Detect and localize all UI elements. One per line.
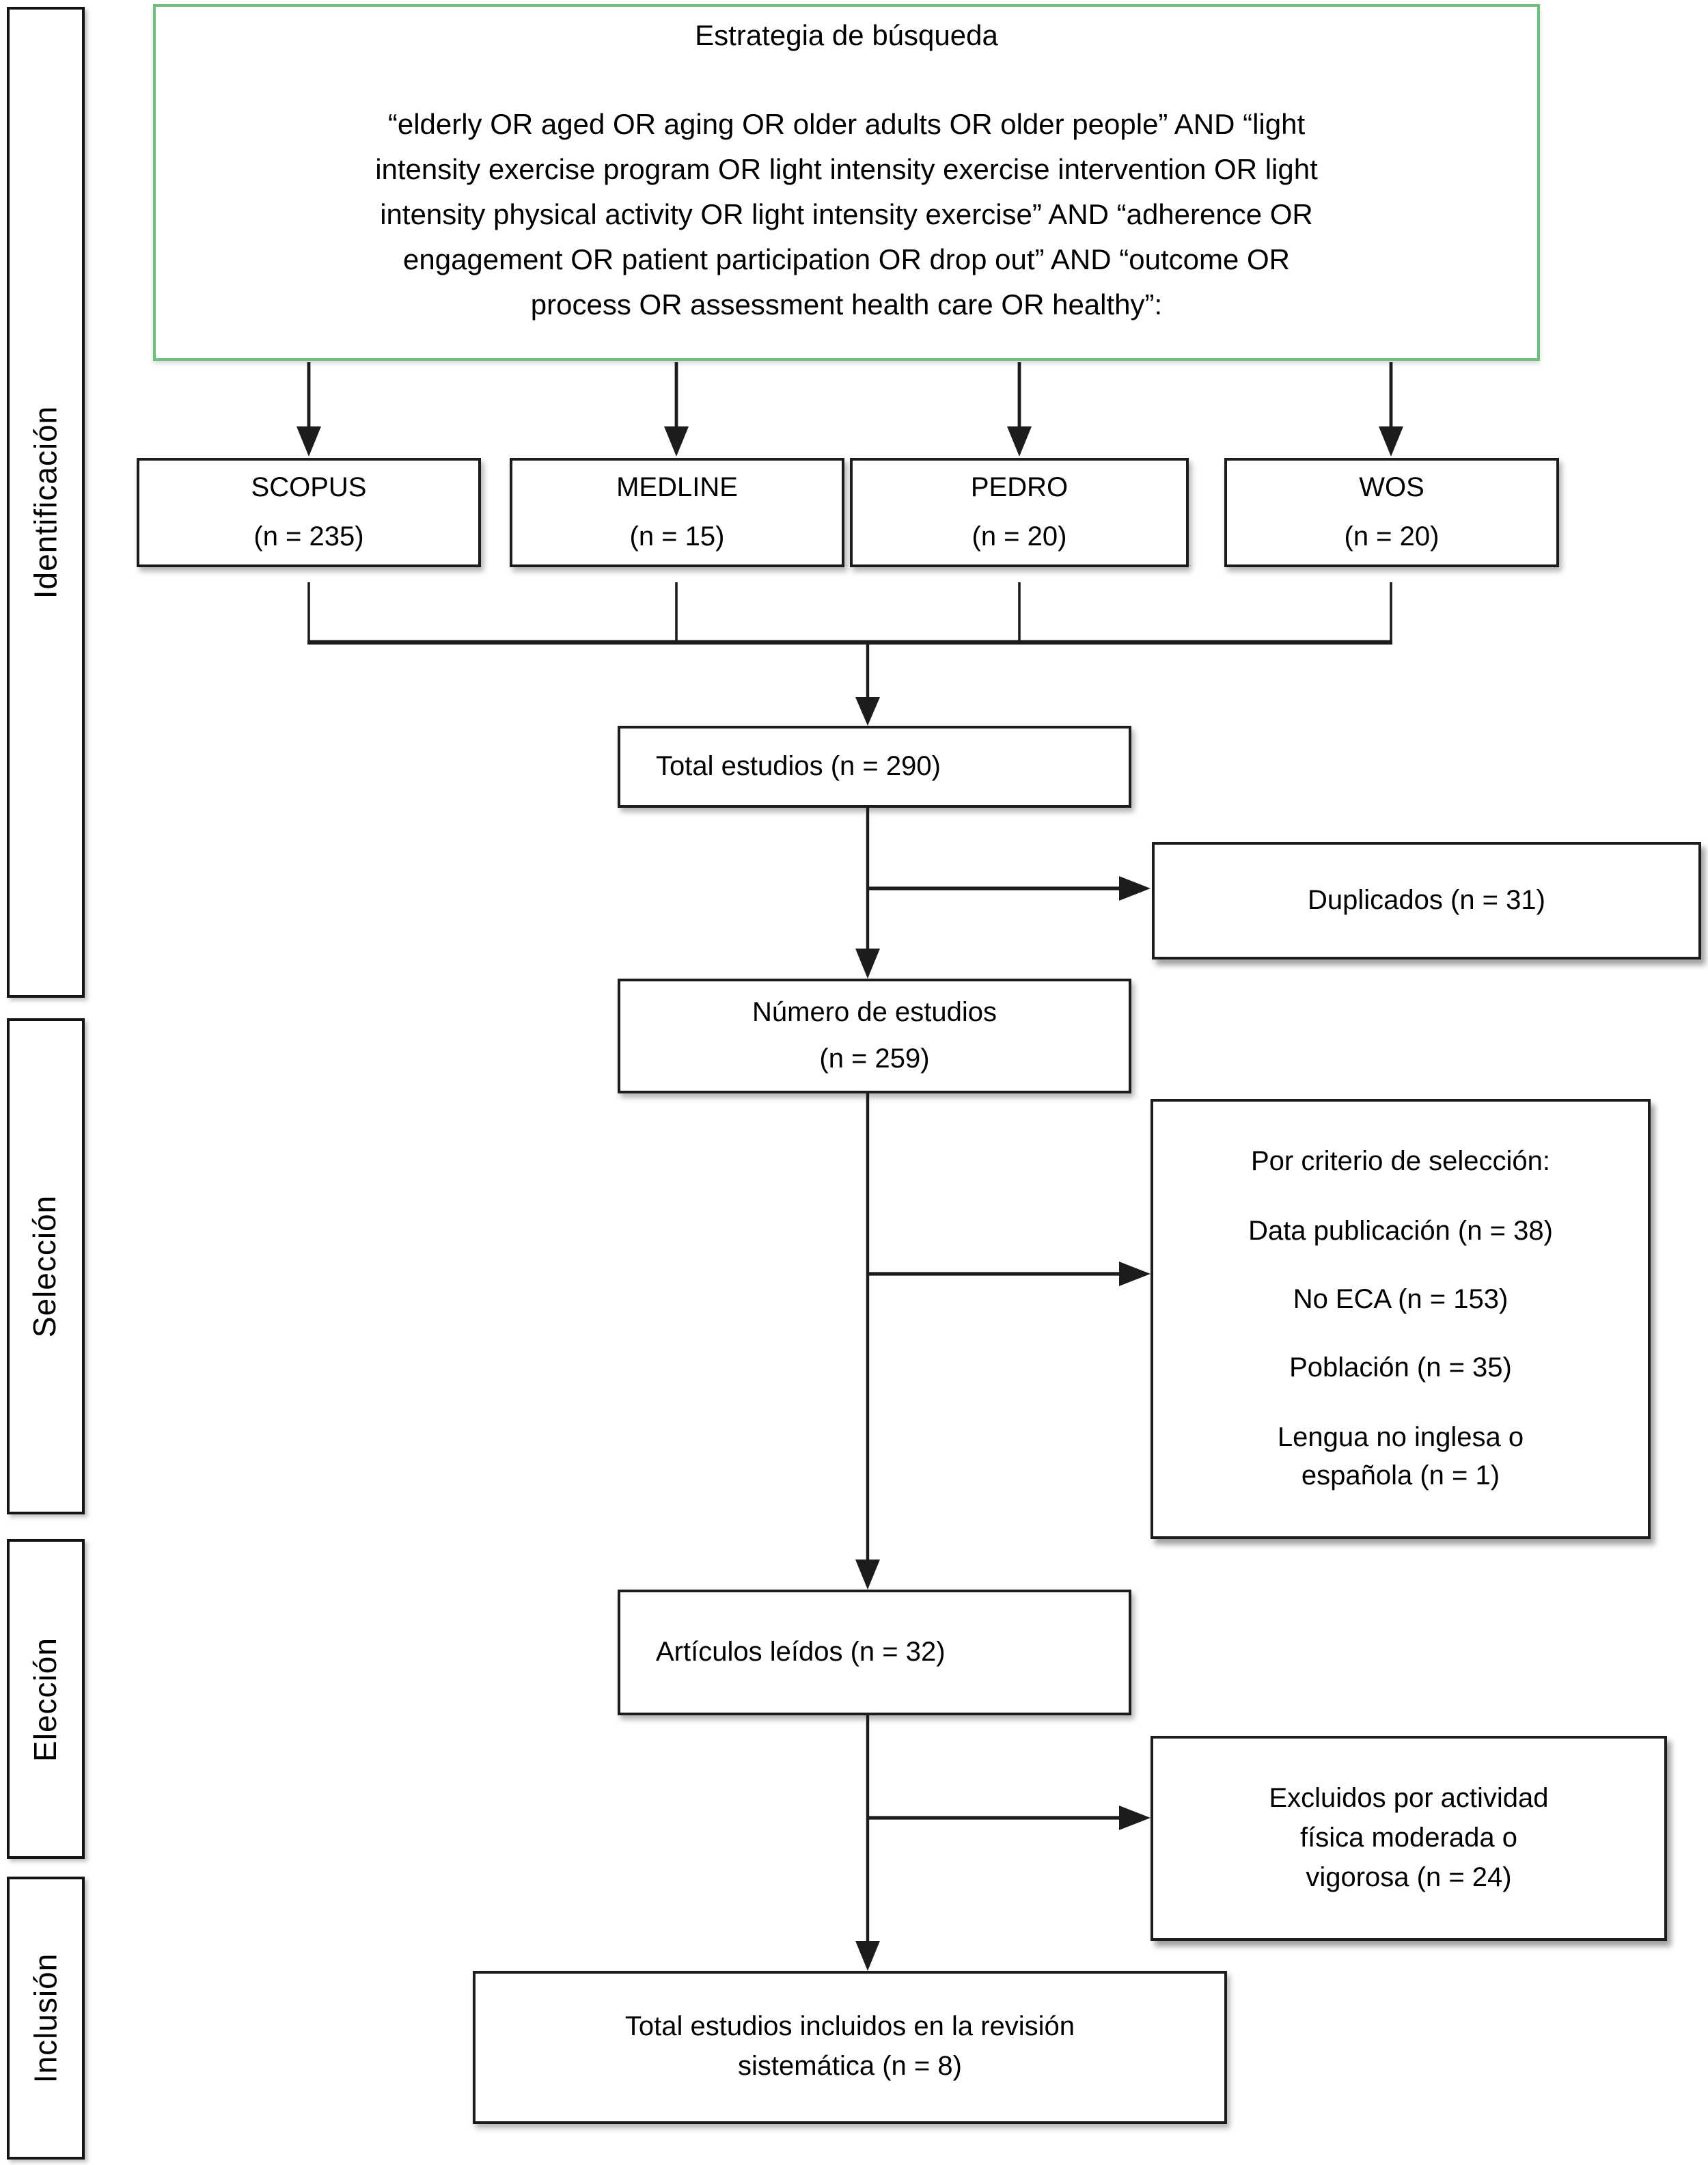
db-name: SCOPUS (251, 473, 367, 503)
arrow-branch-criterios (869, 1262, 1151, 1286)
excluded-activity-box: Excluidos por actividad física moderada … (1151, 1736, 1667, 1941)
db-box-scopus: SCOPUS (n = 235) (137, 458, 481, 567)
stage-identificacion: Identificación (7, 7, 85, 998)
included-studies-box: Total estudios incluidos en la revisión … (473, 1971, 1227, 2124)
total-studies-box: Total estudios (n = 290) (618, 726, 1131, 808)
stage-seleccion-label: Selección (27, 1195, 64, 1338)
studies-number-line2: (n = 259) (819, 1044, 930, 1074)
duplicates-label: Duplicados (n = 31) (1308, 885, 1545, 915)
criteria-item-population: Población (n = 35) (1289, 1353, 1512, 1384)
db-count: (n = 20) (972, 522, 1067, 552)
db-name: PEDRO (970, 473, 1069, 503)
total-studies-label: Total estudios (n = 290) (656, 751, 941, 781)
search-query-line: intensity physical activity OR light int… (380, 200, 1313, 231)
excluded-activity-label: Excluidos por actividad física moderada … (1269, 1783, 1549, 1892)
db-box-pedro: PEDRO (n = 20) (850, 458, 1189, 567)
criteria-item-no-eca: No ECA (n = 153) (1293, 1284, 1509, 1315)
stage-inclusion: Inclusión (7, 1877, 85, 2160)
articles-read-box: Artículos leídos (n = 32) (618, 1590, 1131, 1715)
arrows-strategy-to-databases (297, 362, 1403, 457)
db-count: (n = 235) (253, 522, 364, 552)
included-studies-label: Total estudios incluidos en la revisión … (624, 2012, 1075, 2082)
search-query-text: “elderly OR aged OR aging OR older adult… (156, 103, 1537, 328)
db-name: WOS (1359, 473, 1424, 503)
stage-eleccion: Elección (7, 1539, 85, 1859)
stage-eleccion-label: Elección (27, 1637, 63, 1761)
selection-criteria-box: Por criterio de selección: Data publicac… (1151, 1099, 1651, 1539)
db-box-medline: MEDLINE (n = 15) (510, 458, 844, 567)
selection-criteria-title: Por criterio de selección: (1251, 1147, 1550, 1177)
search-query-line: process OR assessment health care OR hea… (530, 290, 1163, 321)
search-query-line: “elderly OR aged OR aging OR older adult… (387, 109, 1306, 141)
search-strategy-title: Estrategia de búsqueda (695, 21, 998, 52)
stage-identificacion-label: Identificación (27, 405, 63, 599)
connector-databases-junction (307, 582, 1392, 645)
criteria-item-language: Lengua no inglesa o española (n = 1) (1277, 1422, 1524, 1491)
studies-number-box: Número de estudios (n = 259) (618, 979, 1131, 1093)
arrow-branch-duplicados (869, 876, 1151, 901)
arrow-total-to-numero (855, 808, 880, 979)
search-query-line: engagement OR patient participation OR d… (403, 245, 1290, 276)
search-query-line: intensity exercise program OR light inte… (375, 154, 1318, 186)
articles-read-label: Artículos leídos (n = 32) (656, 1637, 946, 1667)
arrow-branch-excluidos (869, 1806, 1151, 1830)
search-strategy-box: Estrategia de búsqueda “elderly OR aged … (153, 4, 1540, 361)
criteria-item-publication: Data publicación (n = 38) (1248, 1216, 1553, 1247)
arrow-numero-to-articulos (855, 1093, 880, 1590)
arrow-junction-to-total (855, 642, 880, 726)
stage-seleccion: Selección (7, 1018, 85, 1514)
db-box-wos: WOS (n = 20) (1224, 458, 1559, 567)
db-count: (n = 20) (1344, 522, 1440, 552)
arrow-articulos-to-final (855, 1715, 880, 1971)
db-name: MEDLINE (616, 473, 738, 503)
db-count: (n = 15) (629, 522, 725, 552)
studies-number-line1: Número de estudios (752, 998, 997, 1028)
stage-inclusion-label: Inclusión (27, 1952, 63, 2084)
duplicates-box: Duplicados (n = 31) (1152, 842, 1701, 959)
